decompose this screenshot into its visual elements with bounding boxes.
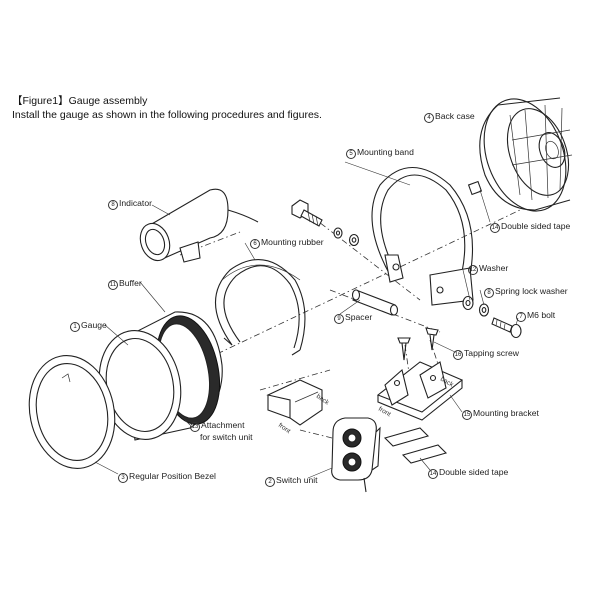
- spacer-leader: [339, 299, 361, 315]
- attachment-axis-line: [259, 369, 331, 391]
- indicator-part: [139, 188, 259, 263]
- mounting-band-leader: [344, 161, 411, 186]
- spring-lock-washer-part: [478, 303, 490, 317]
- bezel-leader: [94, 461, 119, 475]
- m6-bolt-part: [491, 317, 522, 339]
- figure-heading: 【Figure1】Gauge assembly Install the gaug…: [12, 94, 322, 122]
- buffer-leader: [139, 281, 166, 313]
- indicator-leader: [151, 204, 171, 216]
- hex-bolt-part: [291, 199, 323, 227]
- bracket-front-mark: front: [377, 406, 392, 419]
- tape-bottom-leader: [419, 457, 431, 471]
- mounting-band-part: [371, 166, 474, 306]
- bolt-axis-line: [309, 214, 421, 301]
- mounting-rubber-part: [214, 259, 306, 356]
- spacer-part: [351, 289, 399, 316]
- double-sided-tape-top-part: [467, 180, 483, 196]
- gauge-leader: [104, 324, 129, 346]
- bezel-part: [28, 355, 116, 469]
- switch-attachment-part: [266, 379, 323, 426]
- attachment-leader: [179, 414, 191, 426]
- washer-part: [462, 295, 474, 311]
- washer-top-a: [333, 227, 343, 239]
- switch-unit-part: [331, 417, 381, 493]
- mounting-bracket-part: [376, 361, 464, 421]
- spring-lock-leader: [479, 289, 485, 306]
- indicator-axis-line: [179, 231, 241, 256]
- assembly-axis-line: [119, 209, 521, 401]
- attachment-front-mark: front: [277, 422, 292, 435]
- washer-leader: [462, 269, 471, 301]
- double-sided-tape-bottom-part: [383, 427, 448, 464]
- tapping-screw-part: [397, 327, 439, 361]
- washer-top-b: [348, 233, 360, 247]
- gauge-body-part: [98, 311, 223, 441]
- figure-instruction: Install the gauge as shown in the follow…: [12, 109, 322, 121]
- switch-unit-leader: [307, 467, 333, 479]
- tapping-screw-leader: [433, 341, 456, 353]
- mounting-bracket-leader: [449, 394, 463, 413]
- figure-title: 【Figure1】Gauge assembly: [12, 95, 148, 107]
- back-case-part: [479, 97, 573, 212]
- mounting-rubber-leader: [244, 242, 256, 261]
